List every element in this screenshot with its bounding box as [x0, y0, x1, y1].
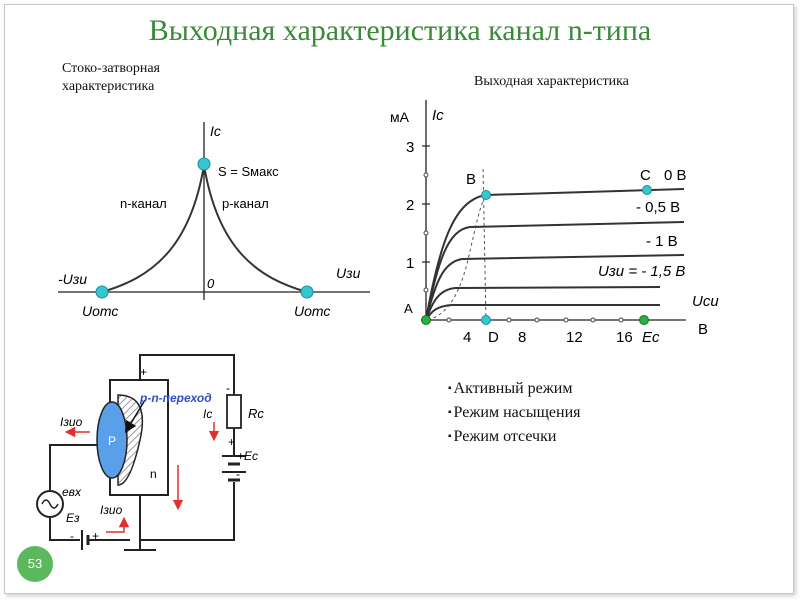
transfer-chart: Iс S = Sмакс n-канал р-канал -Uзи Uзи 0 … — [58, 122, 370, 319]
output-x-label: Uси — [692, 293, 719, 310]
n-channel-label: n-канал — [120, 196, 167, 211]
curve-label-minus-1-5v: Uзи = - 1,5 В — [598, 263, 685, 280]
x-negative-label: -Uзи — [58, 271, 87, 287]
curve-label-minus-0-5v: - 0,5 В — [636, 199, 680, 216]
right-cutoff-marker — [300, 285, 314, 299]
y-unit-label: мА — [390, 109, 410, 125]
saturation-boundary-dashed — [427, 194, 487, 321]
x-tick-12: 12 — [566, 329, 583, 346]
point-b-label: B — [466, 171, 476, 188]
output-grid-dots — [423, 172, 624, 323]
resistor-rc — [226, 394, 242, 429]
izio-bottom-label: Iзио — [100, 503, 123, 517]
ez-minus: - — [70, 529, 74, 543]
slide-title: Выходная характеристика канал n-типа — [148, 14, 652, 47]
transfer-caption: Стоко-затворная характеристика — [62, 60, 160, 96]
point-ec-marker — [639, 315, 649, 325]
curve-minus-1v — [425, 254, 685, 321]
curve-label-0v: 0 В — [664, 167, 687, 184]
p-gate-region — [96, 401, 128, 479]
y-tick-1: 1 — [406, 255, 414, 272]
point-a-marker — [421, 315, 431, 325]
output-chart: мА Iс 1 2 3 4 8 12 16 A B D Ec C 0 В - 0… — [390, 100, 719, 346]
curve-minus-0-5v — [425, 221, 685, 321]
p-channel-label: р-канал — [222, 196, 269, 211]
boundary-vertical-dashed — [482, 165, 487, 323]
peak-marker — [197, 157, 211, 171]
output-y-label: Iс — [432, 107, 444, 124]
x-positive-label: Uзи — [336, 265, 361, 281]
ec-minus: - — [236, 467, 240, 481]
x-tick-8: 8 — [518, 329, 526, 346]
curve-lowest — [425, 304, 660, 321]
ec-plus-mark: + — [228, 435, 235, 449]
peak-label: S = Sмакс — [218, 164, 279, 179]
left-cutoff-marker — [95, 285, 109, 299]
curve-label-minus-1v: - 1 В — [646, 233, 678, 250]
y-tick-3: 3 — [406, 139, 414, 156]
point-c-label: C — [640, 167, 651, 184]
x-tick-4: 4 — [463, 329, 471, 346]
rc-label: Rс — [248, 406, 264, 421]
output-y-ticks — [422, 145, 430, 263]
mode-cutoff: Режим отсечки — [448, 426, 581, 450]
izio-bottom-arrow — [106, 516, 130, 533]
pn-junction-label: р-n-переход — [139, 391, 212, 405]
mode-saturation: Режим насыщения — [448, 402, 581, 426]
n-region-label: n — [150, 467, 157, 481]
izio-left-label: Iзио — [60, 415, 83, 429]
transfer-curve-p-channel — [203, 164, 308, 293]
point-a-label: A — [404, 301, 413, 316]
mode-active: Активный режим — [448, 378, 581, 402]
p-region-label: P — [108, 434, 116, 448]
mode-list: Активный режим Режим насыщения Режим отс… — [448, 378, 581, 450]
rc-minus: - — [226, 381, 230, 395]
drain-plus: + — [140, 365, 147, 379]
output-caption: Выходная характеристика — [474, 74, 629, 89]
transfer-y-label: Iс — [210, 123, 221, 139]
right-cutoff-label: Uотс — [294, 303, 330, 319]
ic-label: Iс — [203, 407, 212, 421]
ec-label: +Eс — [237, 449, 258, 463]
transfer-caption-line2: характеристика — [62, 79, 155, 94]
transfer-caption-line1: Стоко-затворная — [62, 61, 160, 76]
left-cutoff-label: Uотс — [82, 303, 118, 319]
origin-label: 0 — [207, 276, 215, 291]
point-b-marker — [481, 190, 491, 200]
y-tick-2: 2 — [406, 197, 414, 214]
ez-plus: + — [92, 529, 99, 543]
curve-minus-1-5v — [425, 286, 661, 321]
ac-source-wave — [41, 499, 59, 509]
x-tick-16: 16 — [616, 329, 633, 346]
circuit-wires — [49, 354, 235, 550]
point-ec-label: Ec — [642, 329, 660, 346]
transfer-curve-n-channel — [101, 164, 205, 293]
evx-label: eвх — [62, 485, 82, 499]
ez-label: Eз — [66, 511, 80, 525]
point-d-label: D — [488, 329, 499, 346]
x-unit-label: В — [698, 321, 708, 338]
point-d-marker — [481, 315, 491, 325]
jfet-circuit: P n р-n-переход + - Rс Iс + +Eс - Iзио e… — [36, 354, 264, 551]
slide-number-badge: 53 — [17, 546, 53, 582]
pn-junction-arrow — [124, 399, 146, 434]
point-c-marker — [642, 185, 652, 195]
